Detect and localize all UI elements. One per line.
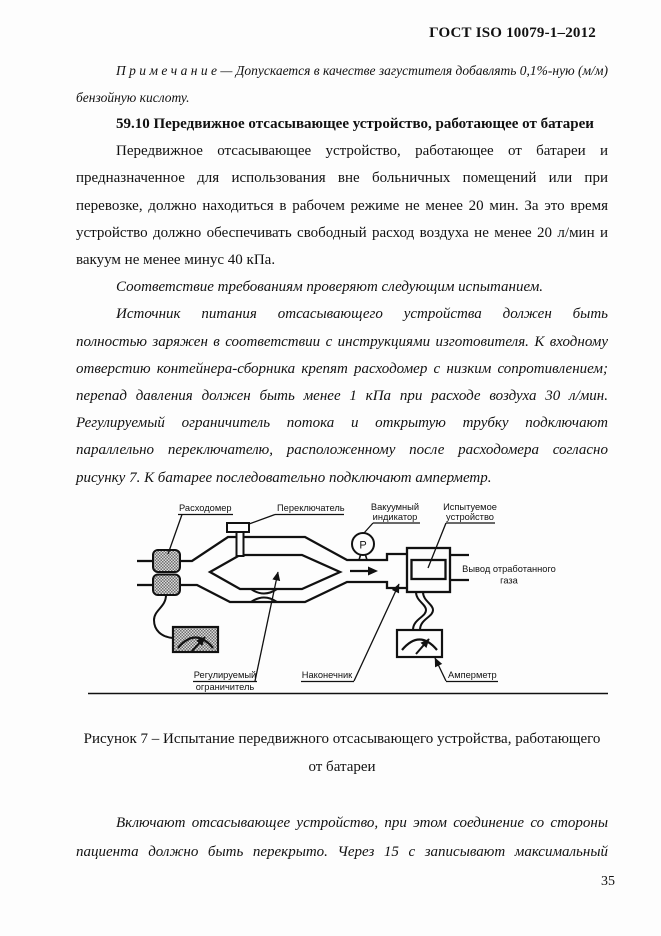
paragraph-requirements: Передвижное отсасывающее устройство, раб…	[76, 138, 608, 274]
text-line: Включают отсасывающее устройство, при эт…	[116, 815, 608, 831]
flow-arrow	[350, 566, 378, 576]
label-adjustable-restrictor-line1: Регулируемый	[194, 670, 256, 680]
paragraph-compliance: Соответствие требованиям проверяют следу…	[76, 274, 608, 301]
label-exhaust-outlet-line1: Вывод отработанного	[462, 564, 556, 574]
label-device-under-test-line2: устройство	[446, 512, 494, 522]
label-switch: Переключатель	[277, 503, 345, 513]
text-line: Источник питания отсасывающего устройств…	[116, 306, 608, 323]
figure-labels: Расходомер Переключатель Вакуумный индик…	[167, 502, 556, 692]
text-line: перевозке, должно находиться в рабочем р…	[76, 197, 608, 214]
page-header-standard-number: ГОСТ ISO 10079-1–2012	[429, 25, 596, 41]
paragraph-test-setup: Источник питания отсасывающего устройств…	[76, 301, 608, 491]
label-vacuum-indicator-line2: индикатор	[373, 512, 418, 522]
label-device-under-test-line1: Испытуемое	[443, 502, 497, 512]
label-flowmeter: Расходомер	[179, 503, 232, 513]
page-number: 35	[601, 874, 615, 889]
figure-7-area: P Расходомер	[75, 498, 610, 700]
gauge-letter: P	[359, 540, 366, 552]
vacuum-gauge: P	[351, 532, 375, 561]
flowmeter-display	[152, 594, 220, 654]
switch-symbol	[226, 522, 250, 557]
text-line: от батареи	[308, 758, 376, 775]
figure-caption: Рисунок 7 – Испытание передвижного отсас…	[76, 726, 608, 781]
text-line: полностью заряжен в соответствии с инстр…	[76, 333, 608, 350]
text-line: Соответствие требованиям проверяют следу…	[116, 279, 544, 296]
text-line: бензойную кислоту.	[76, 90, 190, 105]
text-column: П р и м е ч а н и е — Допускается в каче…	[76, 57, 608, 492]
text-line: рисунку 7. К батарее последовательно под…	[76, 469, 492, 486]
flowmeter-sensors	[152, 549, 181, 596]
paragraph-test-procedure: Включают отсасывающее устройство, при эт…	[76, 809, 608, 866]
figure-diagram: P Расходомер	[88, 502, 608, 695]
label-exhaust-outlet-line2: газа	[500, 576, 519, 586]
device-under-test-box	[405, 546, 469, 594]
text-line: Передвижное отсасывающее устройство, раб…	[116, 143, 608, 160]
ammeter-meter	[395, 591, 444, 659]
restrictor-symbol	[250, 588, 278, 603]
text-line: Регулируемый ограничитель потока и откры…	[76, 415, 608, 432]
label-adjustable-restrictor-line2: ограничитель	[196, 682, 255, 692]
text-line: вакуум не менее минус 40 кПа.	[76, 252, 276, 269]
text-line: предназначенное для использования вне бо…	[76, 170, 608, 187]
label-tip: Наконечник	[302, 670, 353, 680]
text-line: перепад давления должен быть менее 1 кПа…	[76, 388, 608, 405]
text-line: П р и м е ч а н и е — Допускается в каче…	[116, 63, 608, 78]
text-line: 59.10 Передвижное отсасывающее устройств…	[116, 116, 594, 132]
note-paragraph: П р и м е ч а н и е — Допускается в каче…	[76, 57, 608, 111]
text-line: устройство должно обеспечивать свободный…	[76, 224, 608, 241]
label-ammeter: Амперметр	[448, 670, 497, 680]
label-vacuum-indicator-line1: Вакуумный	[371, 502, 419, 512]
text-line: Рисунок 7 – Испытание передвижного отсас…	[83, 731, 601, 747]
text-line: отверстию контейнера-сборника крепят рас…	[76, 360, 608, 377]
text-line: пациента должно быть перекрыто. Через 15…	[76, 843, 608, 860]
section-heading: 59.10 Передвижное отсасывающее устройств…	[76, 111, 608, 138]
text-line: параллельно переключателю, расположенном…	[76, 442, 608, 459]
